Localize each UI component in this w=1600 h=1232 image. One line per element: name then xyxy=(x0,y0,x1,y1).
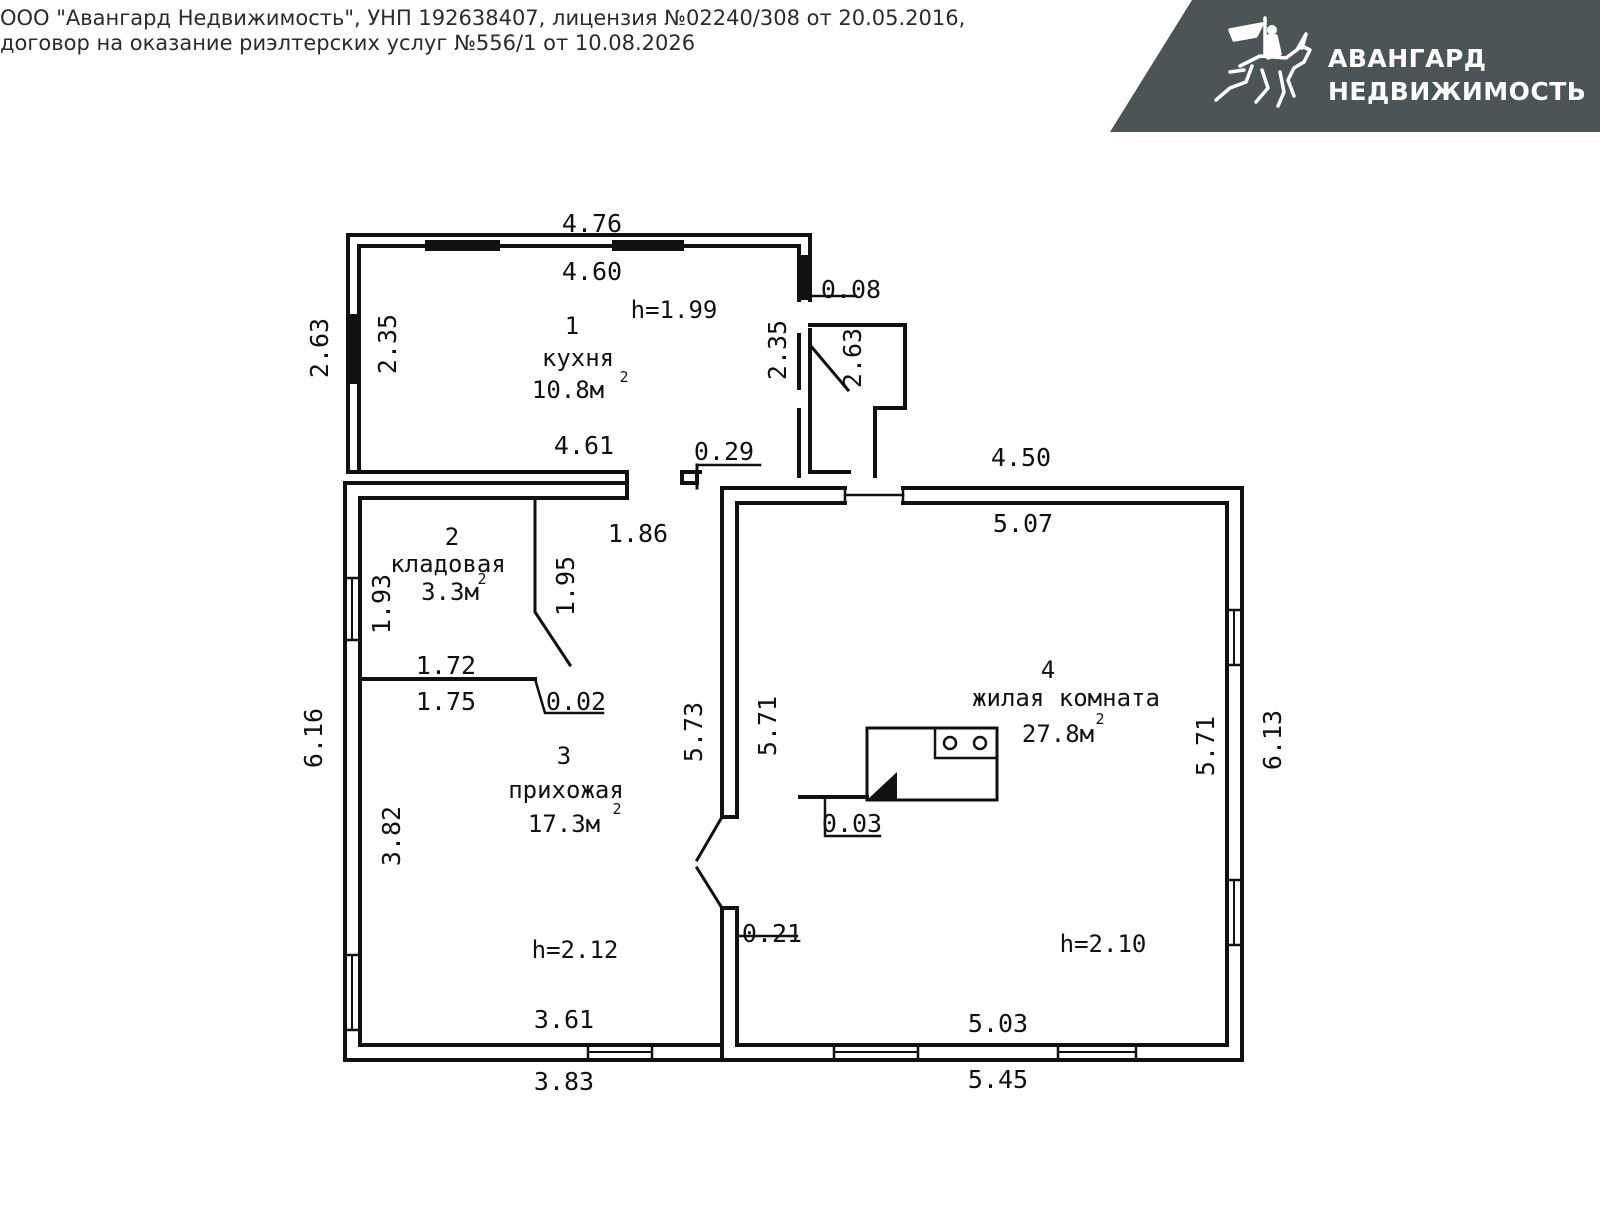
living-name: жилая комната xyxy=(972,684,1160,712)
dim-storage-right: 1.95 xyxy=(551,556,580,616)
dim-hallway-right: 5.73 xyxy=(679,702,708,762)
dim-storage-left: 1.93 xyxy=(367,574,396,634)
dim-kitchen-door: 2.63 xyxy=(838,328,867,388)
dim-left-outer: 6.16 xyxy=(299,708,328,768)
hallway-height: h=2.12 xyxy=(532,936,619,964)
hallway-number: 3 xyxy=(557,742,571,770)
kitchen-number: 1 xyxy=(565,312,579,340)
dim-kitchen-right-inner: 2.35 xyxy=(763,320,792,380)
hallway-area: 17.3м xyxy=(528,810,600,838)
knight-on-horse-icon xyxy=(1214,16,1312,108)
company-info-line-1: ООО "Авангард Недвижимость", УНП 1926384… xyxy=(0,6,966,30)
dim-hallway-top: 1.86 xyxy=(608,519,668,548)
company-info: ООО "Авангард Недвижимость", УНП 1926384… xyxy=(0,6,1080,56)
dim-kitchen-left-outer: 2.63 xyxy=(305,318,334,378)
dim-kitchen-right-wall: 0.08 xyxy=(821,275,881,304)
hallway-area-sup: 2 xyxy=(612,800,621,818)
brand-name-line-1: АВАНГАРД xyxy=(1328,44,1487,73)
dim-kitchen-partition: 0.29 xyxy=(694,437,754,466)
dim-stove: 0.03 xyxy=(822,809,882,838)
dim-hallway-bottom-outer: 3.83 xyxy=(534,1067,594,1096)
dim-living-top-inner: 5.07 xyxy=(993,509,1053,538)
dim-living-right-outer: 6.13 xyxy=(1258,710,1287,770)
dim-hallway-bottom-inner: 3.61 xyxy=(534,1005,594,1034)
dim-kitchen-bottom: 4.61 xyxy=(554,431,614,460)
storage-area: 3.3м xyxy=(421,578,479,606)
dim-living-left: 5.71 xyxy=(753,696,782,756)
dim-kitchen-left-inner: 2.35 xyxy=(373,314,402,374)
storage-name: кладовая xyxy=(390,550,506,578)
dim-living-bottom-inner: 5.03 xyxy=(968,1009,1028,1038)
living-number: 4 xyxy=(1041,656,1055,684)
kitchen-height: h=1.99 xyxy=(631,296,718,324)
dim-living-right: 5.71 xyxy=(1191,716,1220,776)
kitchen-area-sup: 2 xyxy=(619,368,628,386)
living-height: h=2.10 xyxy=(1060,930,1147,958)
brand-name-line-2: НЕДВИЖИМОСТЬ xyxy=(1328,77,1587,106)
hallway-name: прихожая xyxy=(508,776,624,804)
dim-hallway-left-lower: 3.82 xyxy=(377,806,406,866)
dim-storage-partition: 0.02 xyxy=(546,687,606,716)
dim-living-bottom-outer: 5.45 xyxy=(968,1065,1028,1094)
dim-storage-bottom-top: 1.72 xyxy=(416,651,476,680)
kitchen-area: 10.8м xyxy=(532,376,604,404)
dim-storage-bottom-bottom: 1.75 xyxy=(416,687,476,716)
storage-area-sup: 2 xyxy=(477,570,486,588)
dim-kitchen-top-inner: 4.60 xyxy=(562,257,622,286)
living-area: 27.8м xyxy=(1022,720,1094,748)
brand-banner: АВАНГАРД НЕДВИЖИМОСТЬ xyxy=(1110,0,1600,132)
living-area-sup: 2 xyxy=(1095,710,1104,728)
storage-number: 2 xyxy=(445,523,459,551)
dim-kitchen-top-outer: 4.76 xyxy=(562,209,622,238)
kitchen-name: кухня xyxy=(542,344,614,372)
dim-wall-thickness: 0.21 xyxy=(742,919,802,948)
brand-name: АВАНГАРД НЕДВИЖИМОСТЬ xyxy=(1328,42,1586,108)
company-info-line-2: договор на оказание риэлтерских услуг №5… xyxy=(0,31,696,55)
dim-living-top-outer: 4.50 xyxy=(991,443,1051,472)
